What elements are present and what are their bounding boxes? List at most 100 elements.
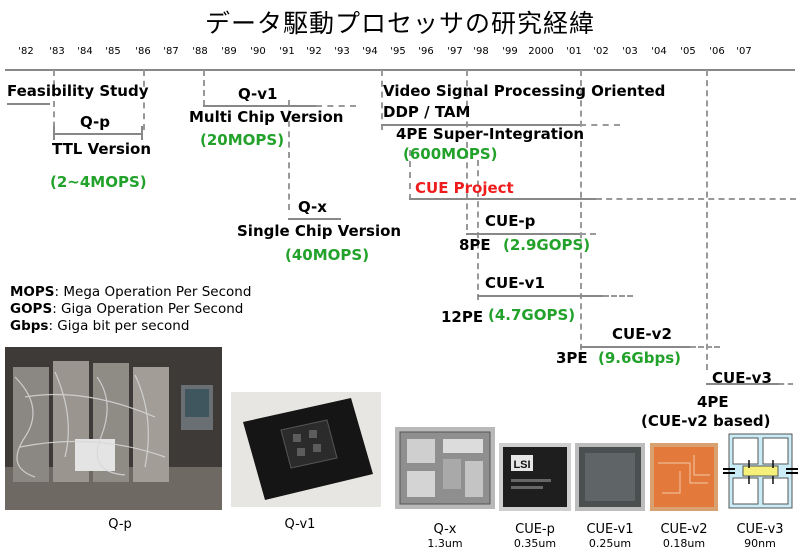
caption-qp: Q-p: [108, 517, 132, 532]
year-label: '04: [651, 46, 667, 57]
cuev1-bar-dashed: [603, 295, 633, 297]
year-label: '84: [77, 46, 93, 57]
cuep-name: CUE-p: [485, 212, 536, 230]
qp-bar: [53, 133, 143, 135]
year-label: '87: [163, 46, 179, 57]
qv1-name: Q-v1: [238, 85, 278, 103]
year-label: '07: [736, 46, 752, 57]
cuev3-pe: 4PE: [697, 393, 729, 411]
qx-bar: [288, 218, 341, 220]
cuep-bar: [466, 233, 580, 235]
year-label: '05: [680, 46, 696, 57]
video-bar: [381, 124, 580, 126]
cuev3-bar: [706, 383, 779, 385]
year-label: '91: [279, 46, 295, 57]
year-label: '06: [709, 46, 725, 57]
year-label: '89: [221, 46, 237, 57]
marker-1983: [53, 70, 55, 138]
year-label: '95: [390, 46, 406, 57]
marker-1988: [203, 70, 205, 106]
cuev1-perf: (4.7GOPS): [488, 306, 576, 324]
cuev2-name: CUE-v2: [612, 325, 672, 343]
year-label: '98: [473, 46, 489, 57]
legend-gbps: Gbps: Giga bit per second: [10, 318, 190, 334]
cuev3-bar-dashed: [779, 383, 793, 385]
cuev1-pe: 12PE: [441, 308, 484, 326]
year-label: '93: [334, 46, 350, 57]
year-label: '90: [250, 46, 266, 57]
page-title: データ駆動プロセッサの研究経緯: [204, 9, 595, 38]
qp-name: Q-p: [80, 113, 110, 131]
photo-cuep: LSI: [499, 443, 571, 511]
video-perf: (600MOPS): [403, 145, 498, 163]
video-bar-dashed: [580, 124, 620, 126]
caption-qv1: Q-v1: [284, 517, 316, 532]
qx-desc: Single Chip Version: [237, 222, 402, 240]
year-label: '86: [135, 46, 151, 57]
cuev3-note: (CUE-v2 based): [641, 412, 771, 430]
cuev2-bar-dashed: [690, 346, 720, 348]
marker-2006: [706, 70, 708, 370]
qv1-desc: Multi Chip Version: [189, 108, 344, 126]
marker-1991: [288, 100, 290, 210]
video-title: Video Signal Processing Oriented: [383, 82, 666, 100]
cuep-perf: (2.9GOPS): [503, 236, 591, 254]
timeline-axis: [5, 69, 795, 71]
qv1-perf: (20MOPS): [200, 131, 285, 149]
video-ddp: DDP / TAM: [383, 103, 471, 121]
photo-qx: [395, 427, 495, 509]
year-label: '85: [105, 46, 121, 57]
year-label: '94: [362, 46, 378, 57]
year-label: '99: [502, 46, 518, 57]
qv1-bar-dashed: [316, 105, 356, 107]
diagram-cuev3: [723, 432, 798, 510]
marker-1995: [409, 150, 411, 200]
qp-bar-tick-right: [141, 126, 143, 140]
cuev1-name: CUE-v1: [485, 274, 545, 292]
marker-1998: [477, 160, 479, 300]
photo-cuev1: [575, 443, 645, 511]
qp-desc: TTL Version: [52, 140, 152, 158]
cuev3-name: CUE-v3: [712, 369, 772, 387]
year-label: '92: [306, 46, 322, 57]
year-label: '88: [192, 46, 208, 57]
photo-qp: [5, 347, 222, 510]
legend-mops: MOPS: Mega Operation Per Second: [10, 284, 252, 300]
cuev1-bar: [477, 295, 603, 297]
cue-project-label: CUE Project: [415, 179, 514, 197]
year-label: '83: [49, 46, 65, 57]
cuev2-bar: [580, 346, 690, 348]
cuep-bar-dashed: [580, 233, 596, 235]
photo-cuev2: [650, 443, 718, 511]
marker-1994: [381, 70, 383, 130]
cue-project-bar-dashed: [596, 198, 796, 200]
qp-bar-tick-left: [53, 126, 55, 140]
qx-perf: (40MOPS): [285, 246, 370, 264]
year-label: '97: [447, 46, 463, 57]
cue-project-bar: [409, 198, 596, 200]
marker-1986: [143, 70, 145, 130]
year-label: '02: [593, 46, 609, 57]
feasibility-bar: [7, 103, 50, 105]
video-4pe: 4PE Super-Integration: [396, 125, 585, 143]
year-label: '01: [566, 46, 582, 57]
year-label: 2000: [528, 46, 554, 57]
legend-gops: GOPS: Giga Operation Per Second: [10, 301, 244, 317]
qp-perf: (2~4MOPS): [50, 173, 147, 191]
photo-qv1: [231, 392, 381, 507]
qx-name: Q-x: [298, 198, 327, 216]
feasibility-label: Feasibility Study: [7, 82, 149, 100]
marker-2001: [580, 70, 582, 360]
year-label: '82: [18, 46, 34, 57]
year-label: '03: [622, 46, 638, 57]
qv1-bar: [203, 105, 316, 107]
marker-1997: [466, 70, 468, 230]
cuev2-pe: 3PE: [556, 349, 588, 367]
cuep-pe: 8PE: [459, 236, 491, 254]
svg-text:LSI: LSI: [513, 459, 530, 471]
